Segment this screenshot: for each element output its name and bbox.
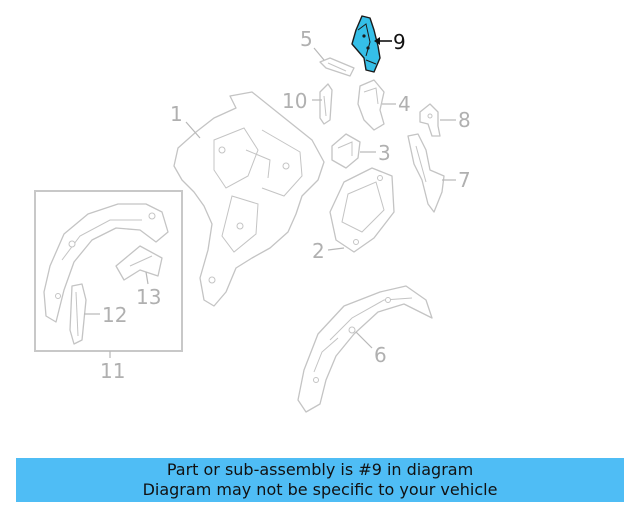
callout-12-label: 12 [102,303,127,327]
assembly-11-frame [34,190,183,352]
part-13-bracket [115,245,163,281]
part-8-bracket [419,103,441,137]
callout-1-label: 1 [170,102,183,126]
part-1-quarter-inner-panel [173,91,325,307]
callout-13: 13 [136,271,161,309]
info-banner: Part or sub-assembly is #9 in diagram Di… [16,458,624,502]
callout-3: 3 [360,141,391,165]
banner-line-2: Diagram may not be specific to your vehi… [142,480,498,499]
part-9-highlighted-bracket [351,15,381,73]
callout-7-label: 7 [458,168,471,192]
callout-8: 8 [440,108,471,132]
callout-11: 11 [100,351,125,383]
part-10-bracket [319,83,333,125]
callout-2: 2 [312,239,345,263]
callout-5-label: 5 [300,27,313,51]
part-3-bracket [331,133,361,169]
callout-10-label: 10 [282,89,307,113]
callout-5: 5 [300,27,325,61]
callout-11-label: 11 [100,359,125,383]
callout-1: 1 [170,102,201,139]
callout-9: 9 [374,30,406,54]
banner-line-1: Part or sub-assembly is #9 in diagram [166,460,474,479]
callout-9-label: 9 [393,30,406,54]
part-7-pillar-reinforcement [407,133,445,213]
part-5-reinforcement [319,57,355,77]
callout-4-label: 4 [398,92,411,116]
callout-13-label: 13 [136,285,161,309]
part-4-bracket [357,79,385,131]
part-2-panel [329,167,395,253]
callout-10: 10 [282,89,322,113]
callout-4: 4 [382,92,411,116]
part-11-wheelhouse-inner [43,203,169,323]
part-12-bracket [69,283,87,345]
callout-7: 7 [442,168,471,192]
callout-2-label: 2 [312,239,325,263]
callout-8-label: 8 [458,108,471,132]
parts-diagram: 1 2 3 4 5 [34,15,471,413]
callout-3-label: 3 [378,141,391,165]
part-6-wheelhouse-outer [297,285,433,413]
callout-6-label: 6 [374,343,387,367]
callout-6: 6 [355,331,387,367]
callout-12: 12 [84,303,127,327]
